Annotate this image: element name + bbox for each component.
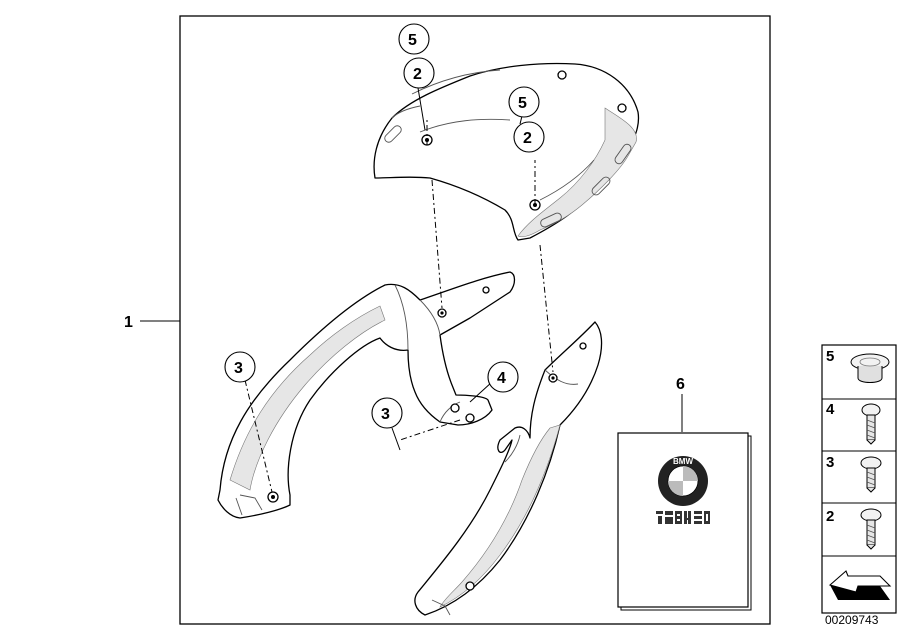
legend-item-2: 2 [826, 508, 882, 550]
screw-icon [861, 403, 881, 445]
assembly-line [539, 244, 554, 373]
callout-1-label: 1 [124, 314, 133, 331]
callout-3-leader [391, 427, 401, 451]
callout-4-leader [469, 381, 493, 403]
right-grab-handle [414, 321, 603, 616]
callout-2-leader [417, 87, 426, 131]
callout-2-right: 2 [513, 121, 545, 153]
svg-text:3: 3 [234, 360, 243, 377]
callout-3-center: 3 [371, 397, 403, 429]
owners-manual: 6 BMW [617, 376, 752, 611]
callout-3-left: 3 [224, 351, 256, 383]
fastener-legend: 5 4 3 [821, 344, 897, 614]
callout-4: 4 [487, 361, 519, 393]
svg-text:5: 5 [518, 95, 527, 112]
left-grab-handle [217, 271, 516, 519]
assembly-line [244, 379, 273, 493]
svg-text:5: 5 [408, 32, 417, 49]
arrow-plate-icon [828, 570, 892, 600]
callout-5-right: 5 [508, 86, 540, 118]
svg-text:4: 4 [826, 401, 835, 418]
bolt-hole [579, 342, 587, 350]
bolt-hole [450, 403, 460, 413]
bmw-logo-icon: BMW [658, 456, 708, 506]
legend-item-5: 5 [826, 348, 890, 383]
svg-text:2: 2 [413, 66, 422, 83]
svg-text:3: 3 [381, 406, 390, 423]
bmw-logo-letters: BMW [673, 457, 693, 466]
legend-item-4: 4 [826, 401, 881, 445]
svg-text:5: 5 [826, 348, 834, 365]
svg-text:2: 2 [523, 130, 532, 147]
svg-text:3: 3 [826, 454, 834, 471]
manual-pictograms [656, 511, 710, 524]
rivet-icon [850, 353, 890, 383]
legend-item-3: 3 [826, 454, 882, 493]
screw-icon [860, 456, 882, 493]
callout-6-label: 6 [676, 376, 685, 393]
bolt-hole [557, 70, 567, 80]
callout-2-top: 2 [403, 57, 435, 89]
callout-5-top: 5 [398, 23, 430, 55]
bolt-hole [465, 413, 475, 423]
diagram-id: 00209743 [825, 613, 879, 627]
bolt-hole [482, 286, 490, 294]
assembly-line [431, 179, 443, 309]
bolt-hole [617, 103, 627, 113]
assembly-line [399, 419, 461, 441]
assembly-frame [179, 15, 771, 625]
svg-text:2: 2 [826, 508, 834, 525]
screw-icon [860, 508, 882, 550]
luggage-rack-plate [373, 62, 640, 241]
svg-text:4: 4 [497, 370, 506, 387]
bolt-hole [465, 581, 475, 591]
